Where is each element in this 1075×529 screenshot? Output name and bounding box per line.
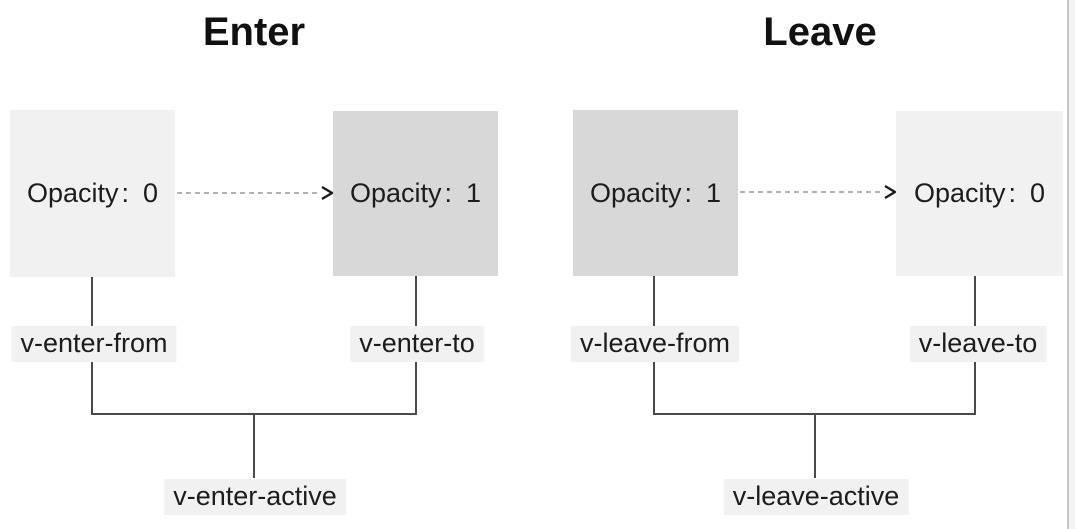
colon-separator: : [121,178,130,208]
transition-arrow-icon [177,185,335,201]
connector-line [814,414,816,478]
colon-separator: : [1008,178,1017,208]
state-box-enter-from: Opacity:0 [10,110,175,277]
page-edge-divider [1067,0,1075,529]
class-label-leave-active: v-leave-active [723,479,909,515]
section-title-enter: Enter [202,10,306,54]
opacity-value: 0 [1030,178,1046,208]
opacity-label: Opacity [589,177,682,208]
class-label-enter-from: v-enter-from [11,326,177,362]
colon-separator: : [684,177,693,208]
section-title-leave: Leave [763,10,877,54]
state-box-enter-to: Opacity:1 [333,111,498,276]
state-box-leave-to: Opacity:0 [896,111,1063,276]
class-label-leave-to: v-leave-to [909,326,1047,362]
opacity-label: Opacity [913,178,1006,208]
opacity-label: Opacity [26,178,119,208]
class-label-enter-active: v-enter-active [164,479,346,515]
connector-line [253,414,255,478]
class-label-enter-to: v-enter-to [350,326,484,362]
transition-arrow-icon [740,184,898,200]
opacity-value: 1 [466,178,482,208]
opacity-value: 0 [143,178,159,208]
opacity-value: 1 [706,177,722,208]
state-box-leave-from: Opacity:1 [573,110,738,276]
colon-separator: : [444,178,453,208]
opacity-label: Opacity [349,178,442,208]
class-label-leave-from: v-leave-from [570,326,740,362]
